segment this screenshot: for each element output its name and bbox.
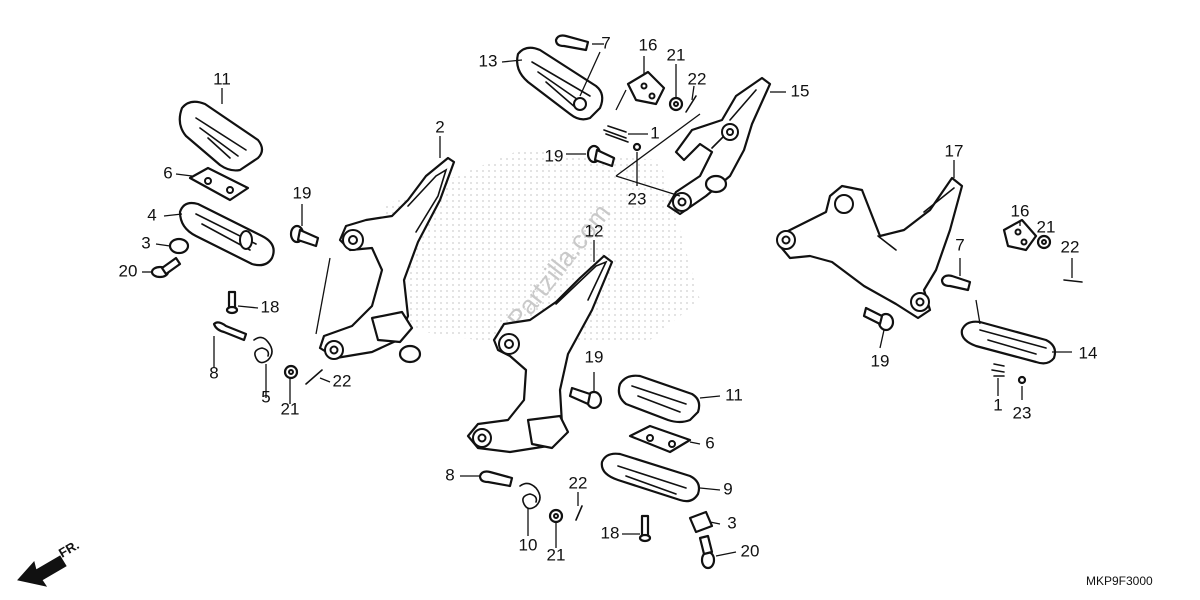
part-9-footpeg-center[interactable] [600,452,701,503]
callouts: 11 6 4 3 20 18 8 5 21 22 2 19 13 7 16 21… [119,33,1098,564]
callout-11[interactable]: 11 [213,69,231,88]
watermark-wing-pattern [380,150,700,345]
callout-15[interactable]: 15 [791,81,810,100]
part-8-pin-left[interactable] [212,321,248,342]
callout-14[interactable]: 14 [1079,343,1098,362]
callout-3[interactable]: 3 [727,513,736,532]
part-11-peg-rubber-center[interactable] [617,374,701,424]
callout-19[interactable]: 19 [293,183,312,202]
callout-20[interactable]: 20 [741,541,760,560]
part-10-spring-center[interactable] [519,482,541,510]
part-13-footpeg-top[interactable] [516,46,604,121]
callout-10[interactable]: 10 [519,535,538,554]
part-2-bracket-left[interactable] [318,156,456,364]
part-19-bolt-bracket-2[interactable] [289,224,320,248]
part-22-cotter-center[interactable] [575,505,583,521]
callout-17[interactable]: 17 [945,141,964,160]
part-21-washer-left[interactable] [283,364,299,380]
part-3-collar-center[interactable] [688,510,714,534]
callout-19[interactable]: 19 [545,146,564,165]
part-21-washer-top[interactable] [668,96,684,112]
part-7-pin-top[interactable] [554,34,590,52]
part-23-ball-top[interactable] [632,142,642,152]
part-18-bolt-center[interactable] [638,514,652,543]
part-20-bolt-left[interactable] [150,256,182,279]
callout-16[interactable]: 16 [1011,201,1030,220]
callout-23[interactable]: 23 [1013,403,1032,422]
part-14-footpeg-right[interactable] [960,320,1057,365]
callout-13[interactable]: 13 [479,51,498,70]
part-20-bolt-center[interactable] [698,534,716,570]
part-16-plate-top[interactable] [626,70,666,106]
callout-22[interactable]: 22 [688,69,707,88]
part-23-ball-right[interactable] [1017,375,1027,385]
part-22-cotter-right[interactable] [1063,279,1083,283]
callout-1[interactable]: 1 [993,395,1002,414]
callout-21[interactable]: 21 [281,399,300,418]
callout-16[interactable]: 16 [639,35,658,54]
diagram-code: MKP9F3000 [1086,574,1153,588]
callout-1[interactable]: 1 [650,123,659,142]
callout-18[interactable]: 18 [601,523,620,542]
callout-22[interactable]: 22 [333,371,352,390]
part-19-bolt-center[interactable] [568,386,603,410]
callout-2[interactable]: 2 [435,117,444,136]
callout-3[interactable]: 3 [141,233,150,252]
part-7-pin-right[interactable] [940,274,972,292]
callout-22[interactable]: 22 [569,473,588,492]
part-22-cotter-top[interactable] [685,95,697,113]
part-18-bolt-left[interactable] [225,290,239,315]
callout-4[interactable]: 4 [147,205,156,224]
callout-21[interactable]: 21 [667,45,686,64]
callout-7[interactable]: 7 [955,235,964,254]
callout-20[interactable]: 20 [119,261,138,280]
callout-21[interactable]: 21 [1037,217,1056,236]
part-1-spring-right[interactable] [991,363,1005,377]
part-19-bolt-right[interactable] [862,306,895,332]
part-15-bracket-top[interactable] [666,76,772,216]
callout-23[interactable]: 23 [628,189,647,208]
arrow-icon [17,555,67,587]
callout-9[interactable]: 9 [723,479,732,498]
part-6-peg-plate-left[interactable] [188,166,250,202]
part-12-bracket-center[interactable] [466,254,614,454]
part-11-peg-rubber-left[interactable] [178,100,264,172]
part-22-cotter-left[interactable] [305,369,323,385]
callout-8[interactable]: 8 [209,363,218,382]
callout-22[interactable]: 22 [1061,237,1080,256]
front-direction-arrow: FR. [17,537,82,587]
part-4-footpeg-left[interactable] [178,201,275,267]
callout-19[interactable]: 19 [871,351,890,370]
callout-5[interactable]: 5 [261,387,270,406]
callout-8[interactable]: 8 [445,465,454,484]
callout-11[interactable]: 11 [725,385,743,404]
part-5-spring-left[interactable] [253,336,273,364]
part-21-washer-center[interactable] [548,508,564,524]
part-19-bolt-top[interactable] [586,144,616,168]
part-3-collar-left[interactable] [168,237,190,255]
callout-6[interactable]: 6 [163,163,172,182]
part-17-bracket-right[interactable] [776,176,964,320]
part-8-pin-center[interactable] [478,470,514,488]
part-21-washer-right[interactable] [1036,234,1052,250]
callout-21[interactable]: 21 [547,545,566,564]
callout-6[interactable]: 6 [705,433,714,452]
part-6-plate-center[interactable] [628,424,692,454]
part-16-plate-right[interactable] [1002,218,1038,252]
callout-18[interactable]: 18 [261,297,280,316]
part-1-spring-top[interactable] [603,125,629,143]
leader-lines [142,43,1073,557]
callout-12[interactable]: 12 [585,221,604,240]
callout-7[interactable]: 7 [601,33,610,52]
callout-19[interactable]: 19 [585,347,604,366]
